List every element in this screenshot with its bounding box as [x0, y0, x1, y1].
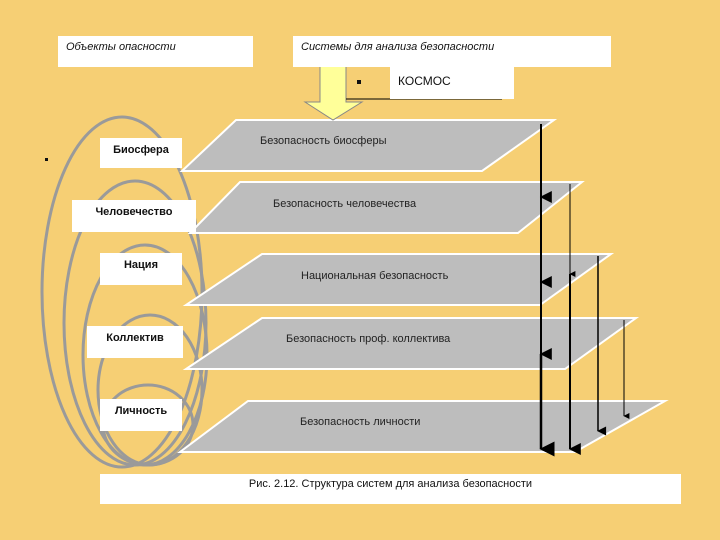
- plane-person: [177, 400, 669, 453]
- object-person: Личность: [100, 399, 182, 431]
- cosmos-box: КОСМОС: [390, 67, 514, 99]
- systems-header: Системы для анализа безопасности: [293, 36, 611, 67]
- layer-label-humanity: Безопасность человечества: [273, 198, 417, 210]
- ellipse-biosphere: [40, 115, 204, 469]
- objects-header: Объекты опасности: [58, 36, 253, 67]
- layer-planes: [177, 119, 669, 453]
- stray-bullet: [45, 158, 48, 161]
- object-humanity: Человечество: [72, 200, 196, 232]
- layer-label-person: Безопасность личности: [300, 416, 421, 428]
- cosmos-bullet: [357, 80, 361, 84]
- layer-label-biosphere: Безопасность биосферы: [260, 135, 387, 147]
- layer-label-collective: Безопасность проф. коллектива: [286, 333, 451, 345]
- object-biosphere: Биосфера: [100, 138, 182, 168]
- layer-label-nation: Национальная безопасность: [301, 270, 449, 282]
- plane-collective: [182, 317, 640, 370]
- figure-caption: Рис. 2.12. Структура систем для анализа …: [100, 474, 681, 504]
- plane-humanity: [187, 181, 585, 234]
- object-nation: Нация: [100, 253, 182, 285]
- plane-biosphere: [179, 119, 558, 172]
- cosmos-label: КОСМОС: [398, 74, 451, 88]
- object-collective: Коллектив: [87, 326, 183, 358]
- vertical-arrows: [539, 124, 630, 457]
- block-arrow: [303, 65, 364, 121]
